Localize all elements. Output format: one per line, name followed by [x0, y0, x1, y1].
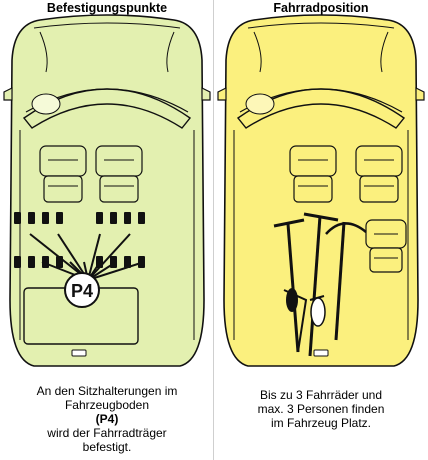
hood-crease-left [39, 31, 48, 73]
left-mirror [3, 87, 13, 101]
bicycle-1 [273, 218, 308, 353]
hood-line [247, 22, 395, 29]
bicycle-3 [325, 221, 367, 341]
car-top-view-mounting-points: P4 [3, 14, 211, 367]
right-panel: Fahrradposition [214, 0, 428, 460]
p4-badge-circle [64, 272, 100, 308]
front-seat-right [95, 145, 143, 203]
rear-latch [71, 349, 87, 357]
hood-crease-left [253, 31, 262, 73]
hood-crease-right [380, 31, 389, 73]
panel-divider [213, 0, 214, 460]
left-panel: Befestigungspunkte [0, 1, 214, 454]
hood-line [33, 22, 181, 29]
hood-crease-right [166, 31, 175, 73]
right-caption-line-3: im Fahrzeug Platz. [270, 416, 372, 430]
rear-latch [313, 349, 329, 357]
right-panel-title: Fahrradposition [273, 1, 369, 15]
right-mirror [201, 87, 211, 101]
right-caption-line-1: Bis zu 3 Fahrräder und [259, 388, 383, 402]
front-seat-right [355, 145, 403, 203]
windshield [236, 88, 406, 129]
right-mirror [415, 87, 425, 101]
windshield [22, 88, 192, 129]
bicycle-2 [303, 212, 339, 357]
front-seat-left [289, 145, 337, 203]
left-caption-line-3: (P4) [95, 412, 119, 426]
p4-badge-label: P4 [71, 281, 93, 301]
left-caption-line-5: befestigt. [82, 440, 132, 454]
mounting-points-row-1 [14, 212, 145, 224]
left-panel-title: Befestigungspunkte [46, 1, 168, 15]
front-seat-left [39, 145, 87, 203]
left-caption-line-1: An den Sitzhalterungen im [36, 384, 178, 398]
rear-seat [365, 219, 407, 273]
left-caption-line-2: Fahrzeugboden [64, 398, 150, 412]
left-caption: An den Sitzhalterungen im Fahrzeugboden … [0, 384, 214, 454]
right-caption-line-2: max. 3 Personen finden [257, 402, 385, 416]
steering-area [31, 93, 61, 115]
right-caption: Bis zu 3 Fahrräder und max. 3 Personen f… [214, 388, 428, 430]
left-caption-line-4: wird der Fahrradträger [47, 426, 167, 440]
mounting-points-row-2 [14, 256, 145, 268]
steering-area [245, 93, 275, 115]
left-mirror [217, 87, 227, 101]
car-top-view-bike-position [217, 14, 425, 367]
